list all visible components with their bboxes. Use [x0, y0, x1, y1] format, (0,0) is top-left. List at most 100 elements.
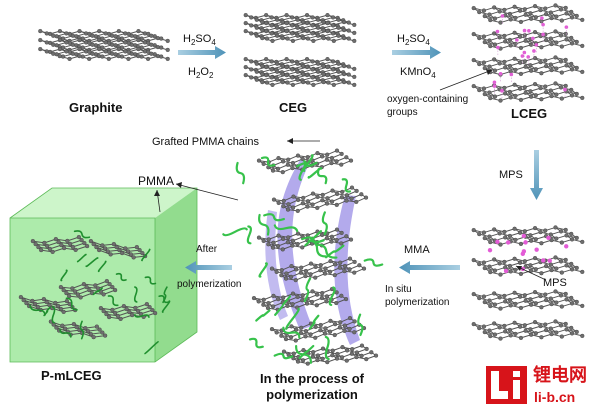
pmma-chain — [273, 352, 294, 360]
mps-group — [546, 235, 551, 241]
arrow-step1 — [178, 46, 226, 59]
ceg-sheet-lower-2 — [243, 64, 357, 79]
mps-group — [523, 240, 528, 245]
mps-sheet-4 — [471, 319, 585, 341]
arrow-label-insitu-line2: polymerization — [385, 297, 450, 308]
oxygen-atom — [498, 72, 503, 76]
pmma-chain — [295, 344, 312, 364]
pointer-mps-head — [516, 266, 522, 271]
pmma-chain — [357, 313, 364, 337]
lceg-sheet-1 — [471, 3, 585, 25]
cube-pmma-chain — [144, 340, 159, 355]
cube-pmma-chain — [161, 300, 171, 313]
polymer-sheet-4 — [269, 256, 367, 283]
arrow-label-after: After — [196, 244, 218, 255]
pmma-chain — [324, 335, 330, 361]
pmma-chain — [363, 258, 384, 267]
pmma-chain — [296, 161, 318, 168]
pmma-chain — [328, 286, 336, 307]
mps-sheet-1 — [471, 225, 585, 247]
mps-group — [521, 249, 527, 254]
pmma-chain — [260, 156, 276, 167]
watermark-domain: li-b.cn — [534, 389, 576, 405]
cube-sheet-1 — [30, 235, 90, 254]
watermark-logo — [486, 366, 527, 404]
cube-pmma-chain — [141, 248, 151, 262]
mps-group — [534, 247, 539, 252]
ceg-sheet-lower-1 — [243, 56, 357, 71]
graphite-sheet-1 — [38, 29, 170, 43]
label-graphite: Graphite — [69, 100, 123, 115]
annotation-oxygen-line1: oxygen-containing — [387, 94, 469, 105]
cube-pmma-chain — [51, 306, 56, 324]
graphite-sheet-2 — [38, 37, 170, 52]
pointer-oxygen-head — [486, 69, 492, 75]
annotation-mps: MPS — [543, 277, 567, 289]
reagent-h2o2: H2O2 — [188, 66, 214, 81]
cube-pmma-chain — [59, 328, 72, 338]
pmma-chain — [341, 178, 352, 193]
pmma-chain — [285, 307, 300, 330]
oxygen-atom — [509, 72, 514, 77]
mps-sheet-2 — [471, 255, 585, 277]
reagent-h2so4-1: H2SO4 — [183, 33, 216, 48]
mps-group — [540, 258, 546, 263]
pmma-chain — [307, 239, 327, 258]
pmma-chain — [307, 167, 323, 179]
polymer-sheet-7 — [281, 343, 379, 366]
arrow-step3 — [530, 150, 543, 200]
pmma-chain — [308, 314, 320, 330]
pmma-chain — [324, 244, 345, 259]
cube-pmma-chain — [29, 304, 46, 316]
arrow-label-polymerization: polymerization — [177, 279, 242, 290]
cube-pmma-chain — [97, 260, 107, 273]
pointer-pmma-b-head — [154, 190, 160, 196]
cube-sheet-2 — [88, 239, 148, 260]
graphite-sheet-3 — [38, 46, 170, 61]
label-process-line1: In the process of — [259, 371, 365, 386]
cube-top-face — [10, 188, 197, 218]
cube-pmma-chain — [79, 320, 85, 340]
mps-group — [547, 258, 552, 263]
pmma-chain — [263, 213, 285, 222]
reagent-kmno4: KMnO4 — [400, 66, 436, 81]
pmma-chain — [222, 227, 248, 237]
arrow-step4 — [399, 261, 460, 274]
reagent-h2so4-2: H2SO4 — [397, 33, 430, 48]
lceg-sheet-2 — [471, 29, 585, 51]
pmma-chain — [248, 337, 264, 349]
arrow-label-insitu: In situ polymerization — [385, 283, 449, 309]
cube-pmma-chain — [133, 286, 138, 303]
ceg-sheet-upper-3 — [243, 29, 357, 43]
annotation-grafted: Grafted PMMA chains — [152, 136, 259, 148]
label-process-line2: polymerization — [266, 387, 358, 402]
label-process: In the process of polymerization — [247, 372, 377, 401]
lceg-sheet-3 — [471, 55, 585, 77]
cube-front-face — [10, 218, 155, 362]
label-lceg: LCEG — [511, 106, 548, 121]
pmma-chain — [304, 230, 323, 247]
pointer-grafted-head — [287, 138, 293, 144]
polymer-sheet-2 — [271, 185, 369, 213]
polymer-sheet-5 — [251, 287, 349, 312]
arrow-step2 — [392, 46, 441, 59]
cube-pmma-chain — [144, 276, 157, 285]
mps-modified-stack — [471, 225, 585, 341]
pmma-chain — [255, 309, 271, 322]
polymer-ribbon-3 — [265, 210, 288, 320]
lceg-sheet-4 — [471, 81, 585, 103]
pmma-chain — [274, 295, 292, 316]
cube-pmma-chain — [85, 257, 99, 268]
lceg-stack — [471, 3, 585, 103]
cube-sheet-5 — [98, 302, 158, 321]
cube-pmma-chain — [65, 297, 78, 311]
annotation-pmma: PMMA — [138, 174, 174, 188]
cube-pmma-chain — [92, 287, 104, 296]
oxygen-atom — [500, 89, 504, 93]
cube-pmma-chain — [134, 313, 150, 318]
oxygen-atom — [492, 80, 497, 85]
pmma-chain — [315, 243, 338, 259]
pointer-oxygen — [439, 69, 493, 91]
